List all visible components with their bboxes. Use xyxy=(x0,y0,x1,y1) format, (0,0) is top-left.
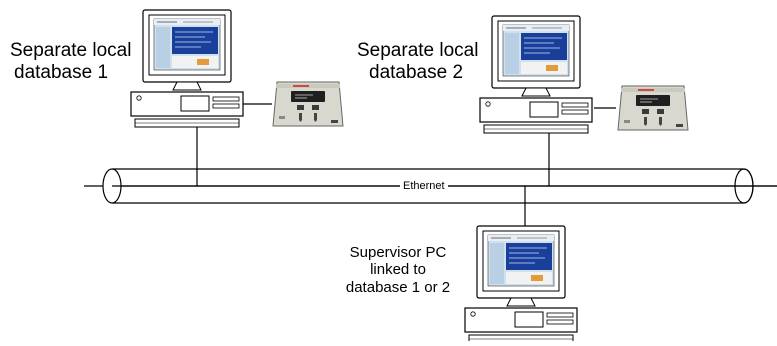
label-database-1-line1: Separate local xyxy=(10,40,132,61)
computer-db1 xyxy=(130,9,244,128)
label-supervisor-line3: database 1 or 2 xyxy=(345,278,451,296)
control-unit-icon xyxy=(272,81,344,127)
label-database-2-line1: Separate local xyxy=(357,40,479,61)
label-supervisor: Supervisor PC linked to database 1 or 2 xyxy=(330,244,466,296)
label-supervisor-line2: linked to xyxy=(370,261,426,279)
computer-supervisor xyxy=(464,225,578,344)
computer-db2 xyxy=(479,15,593,134)
label-supervisor-line1: Supervisor PC xyxy=(349,244,447,261)
label-database-1: Separate local database 1 xyxy=(10,40,131,84)
label-database-1-line2: database 1 xyxy=(14,61,109,83)
label-database-2: Separate local database 2 xyxy=(357,40,478,84)
label-database-2-line2: database 2 xyxy=(369,61,464,83)
control-unit-icon xyxy=(617,85,689,131)
label-ethernet: Ethernet xyxy=(400,180,448,193)
